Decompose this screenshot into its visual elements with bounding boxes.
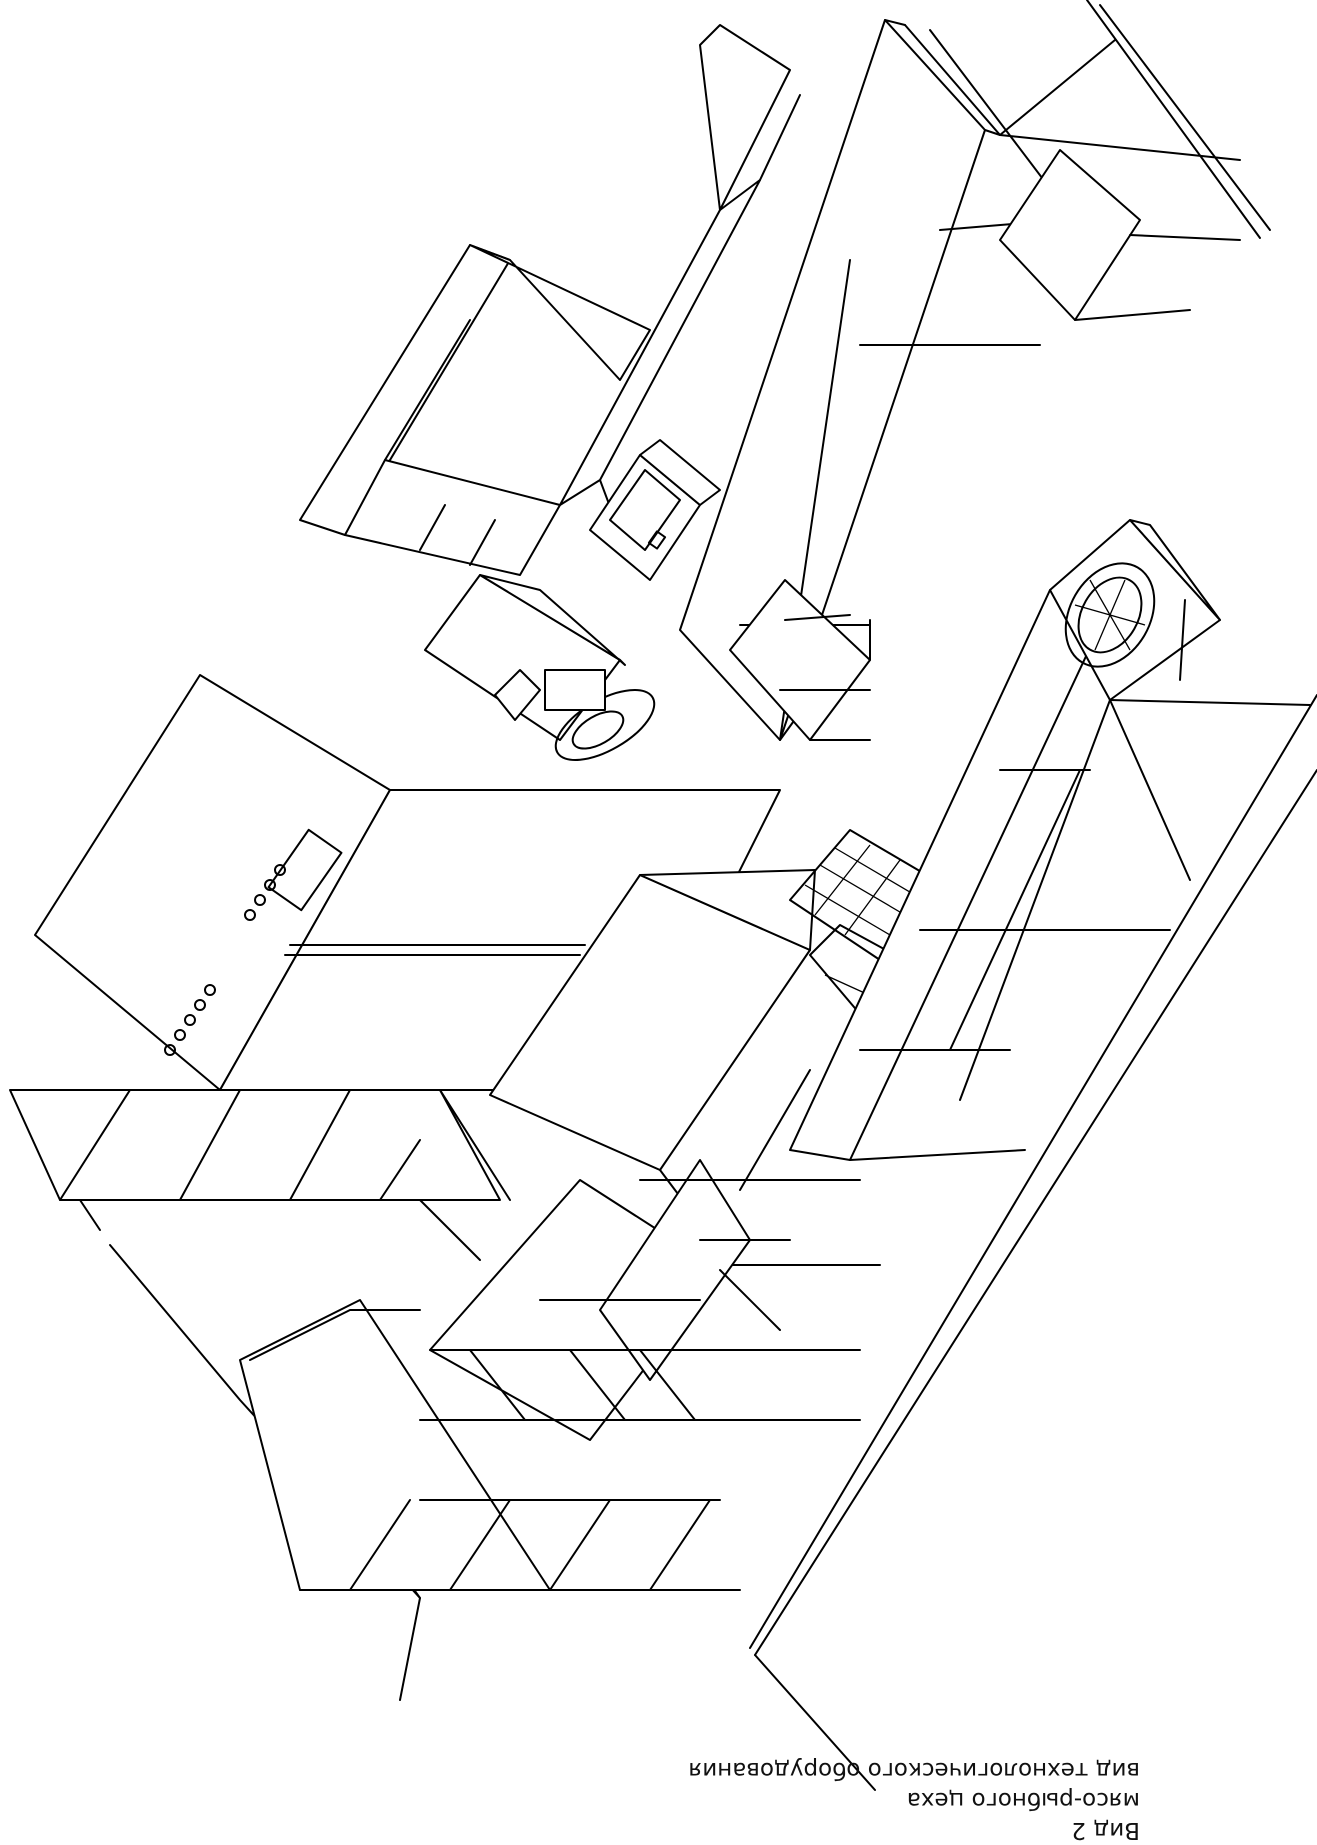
drawing-caption: Вид 2 мясо-рыбного цеха вид технологичес… — [688, 1755, 1140, 1845]
control-knobs — [164, 864, 286, 1056]
small-side-table — [729, 579, 871, 741]
upper-shelving-rack — [299, 24, 801, 576]
front-lower-rack — [239, 1159, 861, 1591]
microwave-oven — [589, 439, 721, 581]
caption-description: вид технологического оборудования — [688, 1757, 1140, 1783]
central-worktable — [489, 869, 881, 1266]
right-long-rack — [789, 519, 1311, 1161]
meat-saw-block — [424, 574, 656, 761]
sink-drain-icon — [1064, 562, 1156, 668]
rear-long-rack — [679, 19, 1241, 741]
caption-title: Вид 2 — [1071, 1817, 1140, 1843]
caption-subtitle: мясо-рыбного цеха — [906, 1787, 1140, 1813]
lower-left-rack — [9, 1089, 511, 1261]
